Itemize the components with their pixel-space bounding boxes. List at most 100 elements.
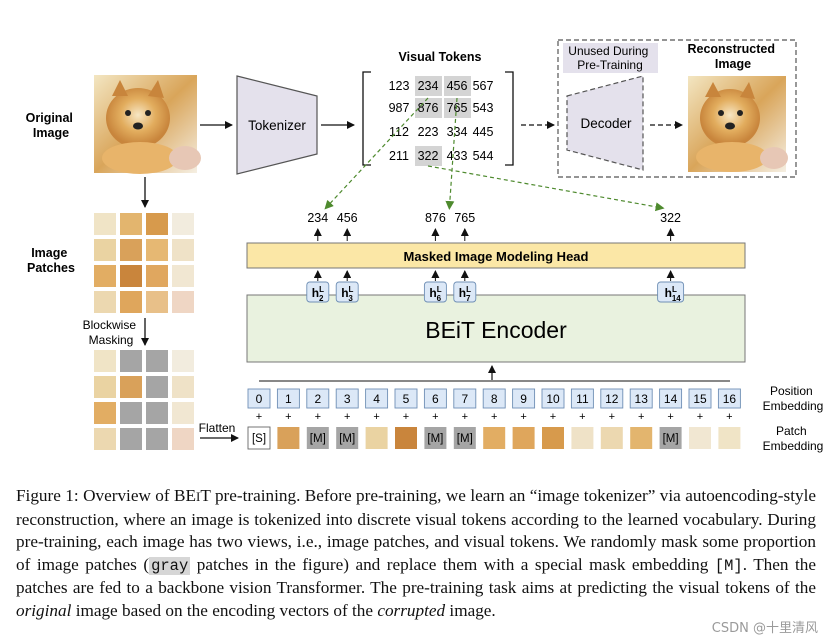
- visual-token: 543: [473, 101, 494, 115]
- image-patch: [172, 239, 194, 261]
- plus-sign: +: [373, 411, 379, 423]
- position-index: 16: [723, 392, 737, 406]
- plus-sign: +: [403, 411, 409, 423]
- hidden-state-box: [306, 281, 330, 303]
- patch-embedding-tile: [718, 427, 741, 449]
- patch-embedding-tile: [365, 427, 388, 449]
- plus-sign: +: [697, 411, 703, 423]
- image-patch: [120, 213, 142, 235]
- position-embedding-box: [306, 388, 330, 409]
- image-patch: [120, 376, 142, 398]
- position-embedding-box: [688, 388, 712, 409]
- visual-tokens-title: Visual Tokens: [399, 50, 482, 64]
- image-patch: [172, 265, 194, 287]
- position-embedding-box: [482, 388, 506, 409]
- position-embedding-box: [512, 388, 536, 409]
- figure-caption: Figure 1: Overview of BEIT pre-training.…: [16, 486, 816, 620]
- position-embedding-box: [394, 388, 418, 409]
- patch-token-label: [M]: [663, 433, 679, 445]
- image-patch: [172, 376, 194, 398]
- position-index: 5: [403, 392, 410, 406]
- patch-embedding-tile: [395, 427, 417, 449]
- position-index: 10: [546, 392, 560, 406]
- image-patch: [94, 428, 116, 450]
- token-highlight: [415, 98, 442, 118]
- unused-during-pretraining-box: [557, 39, 797, 178]
- predicted-token: 234: [307, 211, 328, 225]
- plus-sign: +: [491, 411, 497, 423]
- position-index: 7: [461, 392, 468, 406]
- masked-patch-grid: [94, 350, 194, 450]
- decoder-block: [566, 75, 644, 171]
- position-index: 8: [491, 392, 498, 406]
- plus-sign: +: [609, 411, 615, 423]
- masked-patch: [120, 402, 142, 424]
- tokenizer-block: [236, 75, 318, 175]
- token-grid-left-bracket: [362, 71, 371, 166]
- visual-token: 544: [473, 149, 494, 163]
- position-index: 14: [664, 392, 678, 406]
- patch-embedding-tile: [483, 427, 506, 449]
- position-embedding-box: [453, 388, 477, 409]
- visual-token: 234: [418, 79, 439, 93]
- visual-token: 987: [389, 101, 410, 115]
- plus-sign: +: [462, 411, 468, 423]
- position-embedding-label: Position Embedding: [763, 384, 824, 413]
- mim-head: [246, 242, 746, 269]
- watermark: CSDN @十里清风: [711, 621, 818, 636]
- image-patch: [94, 376, 116, 398]
- position-embedding-box: [335, 388, 359, 409]
- predicted-token: 322: [660, 211, 681, 225]
- image-patch: [120, 291, 142, 313]
- hidden-state-box: [453, 281, 477, 303]
- position-embedding-box: [600, 388, 624, 409]
- plus-sign: +: [256, 411, 262, 423]
- plus-sign: +: [520, 411, 526, 423]
- image-patch: [172, 428, 194, 450]
- image-patch: [94, 213, 116, 235]
- image-patch: [94, 350, 116, 372]
- hidden-state-box: [657, 281, 685, 303]
- predicted-token: 456: [337, 211, 358, 225]
- position-embedding-box: [423, 388, 447, 409]
- position-embedding-box: [570, 388, 594, 409]
- hidden-state-box: [423, 281, 447, 303]
- blockwise-masking-label: Blockwise Masking: [83, 318, 140, 347]
- position-index: 3: [344, 392, 351, 406]
- visual-token: 123: [389, 79, 410, 93]
- mask-token-patch: [306, 427, 329, 449]
- position-embedding-box: [659, 388, 683, 409]
- position-index: 11: [576, 392, 589, 406]
- position-embedding-box: [365, 388, 389, 409]
- image-patch: [146, 291, 168, 313]
- token-grid-right-bracket: [505, 71, 514, 166]
- patch-embedding-tile: [542, 427, 564, 449]
- patch-embedding-tile: [512, 427, 535, 449]
- mask-token-patch: [424, 427, 447, 449]
- plus-sign: +: [550, 411, 556, 423]
- visual-token: 765: [447, 101, 468, 115]
- mask-token-patch: [453, 427, 476, 449]
- position-index: 4: [373, 392, 380, 406]
- image-patch: [94, 402, 116, 424]
- patch-embedding-tile: [277, 427, 300, 449]
- visual-token: 211: [389, 149, 409, 163]
- image-patch: [172, 291, 194, 313]
- flatten-label: Flatten: [199, 421, 236, 435]
- token-highlight: [444, 98, 471, 118]
- image-patch: [146, 239, 168, 261]
- position-index: 0: [256, 392, 263, 406]
- patch-token-label: [M]: [427, 433, 443, 445]
- original-image-label: Original Image: [26, 111, 77, 140]
- reconstructed-image: [688, 76, 788, 172]
- mask-token-patch: [336, 427, 359, 449]
- visual-token: 456: [447, 79, 468, 93]
- image-patches-label: Image Patches: [27, 246, 75, 275]
- decoder-label: Decoder: [580, 116, 632, 131]
- image-patch: [146, 213, 168, 235]
